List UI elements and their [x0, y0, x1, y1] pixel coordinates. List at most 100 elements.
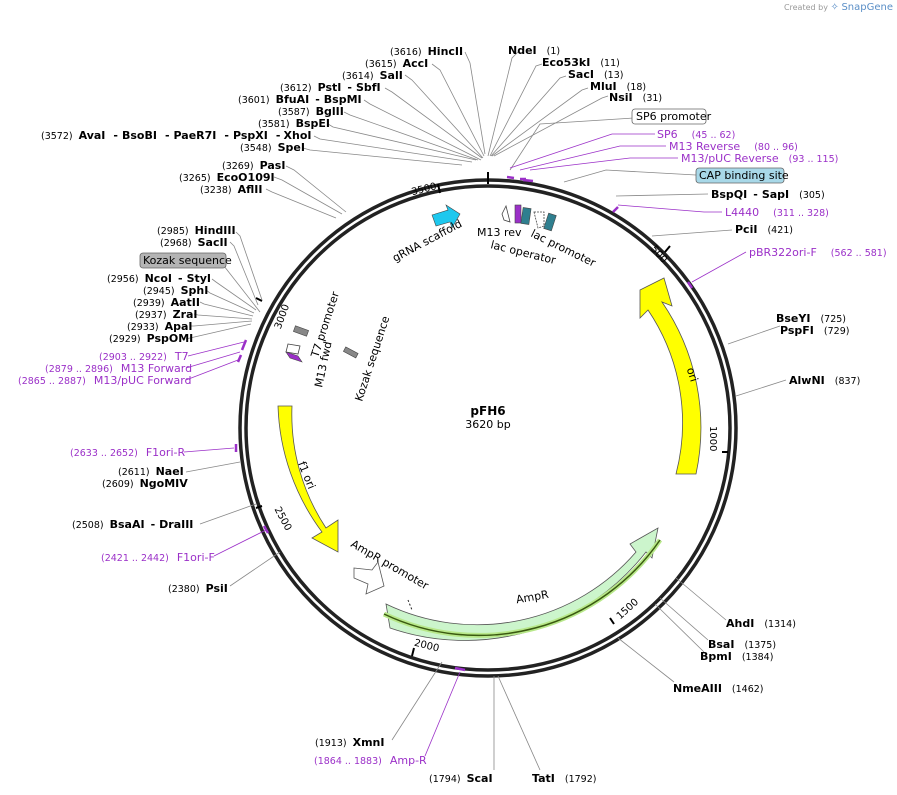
leader-nsii — [493, 95, 609, 157]
leader-mlui — [491, 87, 589, 157]
ori-label: ori — [684, 366, 701, 384]
m13-rev-arrow — [501, 204, 511, 223]
enzyme-saci: SacI(13) — [568, 68, 623, 81]
enzyme-ndei: NdeI(1) — [508, 44, 560, 57]
leader-afli — [265, 188, 337, 219]
enzyme-ahdi: AhdI(1314) — [726, 617, 796, 630]
enzyme-sphi: (2945)SphI — [143, 284, 208, 297]
primer-m13-forward: (2879 .. 2896)M13 Forward — [45, 362, 192, 375]
leader-psii — [229, 551, 281, 587]
leader-bfuai — [363, 99, 482, 161]
grna-scaffold-label: gRNA scaffold — [390, 217, 464, 265]
lac-operator-box — [520, 207, 532, 225]
primer-mark-sp6 — [506, 175, 515, 180]
primer-m13-reverse: M13 Reverse(80 .. 96) — [669, 140, 798, 153]
enzyme-pspfi: PspFI(729) — [780, 324, 849, 337]
kozak-sequence-label-box — [139, 252, 227, 269]
kozak-sequence-label: Kozak sequence — [143, 254, 232, 267]
kozak-sequence-inner-label: Kozak sequence — [352, 314, 392, 403]
ampr-dotted-marker — [407, 599, 413, 611]
leader-pspfi — [727, 325, 781, 345]
primer-mark-m13-puc-reverse — [522, 178, 534, 183]
primer-amp-r: (1864 .. 1883)Amp-R — [314, 754, 427, 767]
enzyme-hincii: (3616)HincII — [390, 45, 463, 58]
tick-mark-2000 — [411, 647, 415, 657]
enzyme-mlui: MluI(18) — [590, 80, 646, 93]
enzyme-avai: (3572)AvaI-BsoBI-PaeR7I-PspXI-XhoI — [41, 129, 312, 142]
leader-primer-m13-puc-reverse — [529, 157, 678, 171]
leader-lines — [183, 51, 787, 771]
plasmid-name: pFH6 — [470, 404, 505, 418]
enzyme-ngomiv: (2609)NgoMIV — [102, 477, 188, 490]
leader-ncoi — [211, 278, 257, 311]
m13-fwd-arrow-outline — [285, 343, 301, 355]
primer-m13-puc-reverse: M13/pUC Reverse(93 .. 115) — [681, 152, 838, 165]
leader-primer-pbr322ori-f — [691, 251, 747, 283]
enzyme-bspqi: BspQI-SapI(305) — [711, 188, 825, 201]
ampr-label: AmpR — [515, 588, 550, 607]
leader-saci — [490, 75, 567, 157]
leader-avai — [313, 135, 473, 163]
leader-hindiii — [235, 231, 263, 301]
enzyme-naei: (2611)NaeI — [118, 465, 184, 478]
enzyme-spei: (3548)SpeI — [240, 141, 305, 154]
enzyme-ecoo109i: (3265)EcoO109I — [179, 171, 275, 184]
leader-zrai — [193, 313, 253, 320]
primer-mark-f1ori-f — [262, 525, 270, 534]
leader-cap-binding-site — [563, 169, 697, 183]
leader-pasi — [285, 165, 347, 213]
grna-scaffold-arrow — [431, 204, 461, 229]
leader-ndei — [487, 51, 519, 157]
enzyme-bglii: (3587)BglII — [278, 105, 344, 118]
enzyme-psti: (3612)PstI-SbfI — [280, 81, 381, 94]
enzyme-sacii: (2968)SacII — [160, 236, 228, 249]
leader-tati — [497, 675, 541, 771]
leader-sacii — [229, 241, 259, 306]
leader-primer-m13-reverse — [519, 145, 666, 171]
enzyme-eco53ki: Eco53kI(11) — [542, 56, 620, 69]
leader-psti — [384, 87, 483, 159]
leader-sali — [404, 74, 484, 159]
enzyme-zrai: (2937)ZraI — [135, 308, 198, 321]
leader-pspomi — [185, 323, 252, 340]
backbone — [238, 172, 738, 678]
tick-label-2000: 2000 — [413, 638, 440, 655]
primer-l4440: L4440(311 .. 328) — [725, 206, 829, 219]
tick-mark-3000 — [255, 297, 263, 302]
enzyme-hindiii: (2985)HindIII — [157, 224, 236, 237]
tick-label-2500: 2500 — [272, 505, 294, 533]
primer-mark-pbr322ori-f — [686, 281, 694, 289]
enzyme-apai: (2933)ApaI — [127, 320, 193, 333]
boxed-labels: SP6 promoter CAP binding site Kozak sequ… — [139, 108, 789, 269]
credit-prefix: Created by — [783, 3, 828, 12]
leader-alwni — [735, 379, 787, 397]
enzyme-bspei: (3581)BspEI — [258, 117, 330, 130]
leader-primer-l4440 — [617, 204, 722, 213]
primer-f1ori-f: (2421 .. 2442)F1ori-F — [101, 551, 215, 564]
primer-sp6: SP6(45 .. 62) — [657, 128, 735, 141]
cap-binding-site-box — [543, 212, 557, 232]
enzyme-nmeaiii: NmeAIII(1462) — [673, 682, 764, 695]
leader-primer-sp6 — [509, 133, 655, 169]
leader-sp6-promoter — [509, 117, 635, 171]
enzyme-pspomi: (2929)PspOMI — [109, 332, 193, 345]
enzyme-sali: (3614)SalI — [342, 69, 403, 82]
leader-ecoo109i — [273, 176, 343, 215]
snapgene-credit: Created by ✧ SnapGene — [784, 2, 893, 13]
leader-bsaai — [199, 503, 257, 525]
leader-bspei — [327, 123, 477, 161]
cap-binding-site-label-box — [695, 167, 785, 184]
tick-label-1000: 1000 — [707, 426, 718, 451]
tick-label-3000: 3000 — [273, 303, 292, 331]
leader-primer-t7 — [187, 341, 245, 357]
f1-ori-arrow — [277, 405, 339, 553]
cap-binding-site-label: CAP binding site — [699, 169, 789, 182]
tick-mark-2500 — [255, 505, 263, 509]
lac-promoter-label: lac promoter — [529, 227, 598, 270]
t7-promoter-box — [293, 325, 309, 337]
primer-labels: SP6(45 .. 62) M13 Reverse(80 .. 96) M13/… — [18, 128, 887, 767]
sp6-promoter-label: SP6 promoter — [636, 110, 712, 123]
m13-rev-primer-site — [514, 204, 522, 224]
leader-bspqi — [615, 193, 709, 197]
